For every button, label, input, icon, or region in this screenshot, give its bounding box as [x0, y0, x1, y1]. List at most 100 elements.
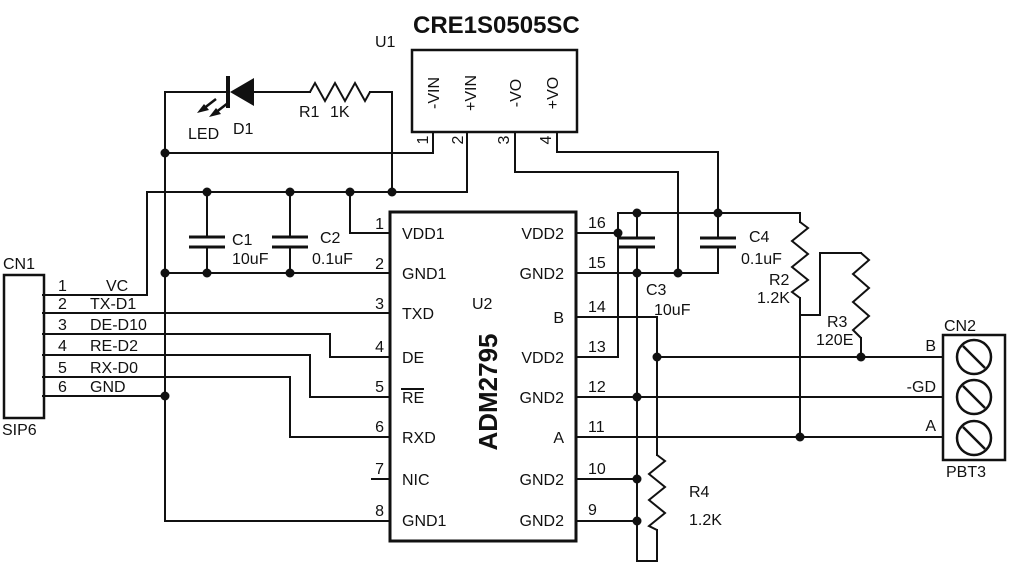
u1-pin-num-2: 2 [450, 135, 467, 144]
c2-value: 0.1uF [312, 251, 353, 268]
cn1-net-gnd: GND [90, 379, 126, 396]
wire-u2-vdd1-jog [349, 191, 391, 234]
r2-value: 1.2K [757, 290, 790, 307]
cn1-net-txd1: TX-D1 [90, 296, 136, 313]
cn1-net-vc: VC [106, 278, 128, 295]
u2-lpin-num-2: 2 [375, 256, 384, 273]
u2-lpin-num-5: 5 [375, 379, 384, 396]
u2-rpin-name-12: GND2 [520, 390, 565, 407]
wire-b-line [575, 316, 944, 358]
wire-net [42, 91, 944, 562]
cn1-net-ded10: DE-D10 [90, 317, 147, 334]
wire-vdd1-rail [42, 131, 468, 296]
cn2-net-gd: -GD [907, 379, 936, 396]
cn2-package: PBT3 [946, 464, 986, 481]
u2-rpin-num-15: 15 [588, 255, 606, 272]
u2-lpin-num-4: 4 [375, 339, 384, 356]
capacitor-c4-body [700, 236, 736, 249]
cn2-screw-terminal-a [955, 419, 993, 457]
r2-ref: R2 [769, 272, 790, 289]
cn1-body [2, 273, 46, 420]
resistor-r3-body [851, 252, 871, 339]
r1-ref: R1 [299, 104, 320, 121]
u2-rpin-num-14: 14 [588, 299, 606, 316]
u1-pin-num-4: 4 [538, 135, 555, 144]
u2-lpin-num-1: 1 [375, 216, 384, 233]
cn1-net-rxd0: RX-D0 [90, 360, 138, 377]
cn1-pin-num-1: 1 [58, 278, 67, 295]
u1-pin-name-4: +VO [545, 77, 562, 109]
schematic-title: CRE1S0505SC [413, 12, 580, 39]
u1-body [410, 48, 579, 134]
u2-rpin-num-13: 13 [588, 339, 606, 356]
u2-part-number: ADM2795 [473, 333, 503, 450]
u2-ref: U2 [472, 296, 493, 313]
wire-gnd2-trunk [636, 246, 658, 562]
capacitor-c3-body [619, 236, 655, 249]
u2-rpin-num-16: 16 [588, 215, 606, 232]
u2-lpin-name-6: RXD [402, 430, 436, 447]
junction-dots [160, 148, 866, 526]
led-label: LED [188, 126, 219, 143]
u1-pin-num-1: 1 [415, 135, 432, 144]
wire-de [42, 333, 391, 358]
c3-ref: C3 [646, 282, 667, 299]
c1-value: 10uF [232, 251, 269, 268]
wire-vo-pos [556, 131, 719, 214]
cn1-pin-num-6: 6 [58, 379, 67, 396]
led-emission-arrows-icon [197, 98, 229, 117]
resistor-r2-body [790, 221, 810, 299]
wire-rxd [42, 376, 391, 438]
u1-pin-name-1: -VIN [426, 77, 443, 109]
wire-vdd2-rail [575, 212, 801, 358]
wire-gnd1-trunk [164, 91, 391, 522]
capacitor-c2-body [272, 235, 308, 249]
cn1-pin-num-5: 5 [58, 360, 67, 377]
u2-rpin-name-14: B [553, 310, 564, 327]
d1-ref: D1 [233, 121, 254, 138]
u2-rpin-num-9: 9 [588, 502, 597, 519]
u2-rpin-name-13: VDD2 [521, 350, 564, 367]
c3-value: 10uF [654, 302, 691, 319]
cn2-screw-terminal-b [955, 338, 993, 376]
u2-lpin-name-7: NIC [402, 472, 430, 489]
u2-body [388, 210, 578, 543]
cn1-package: SIP6 [2, 422, 37, 439]
c4-value: 0.1uF [741, 251, 782, 268]
u2-lpin-name-4: DE [402, 350, 424, 367]
u2-lpin-name-2: GND1 [402, 266, 447, 283]
wire-r2-r3-jog [799, 252, 862, 316]
u2-rpin-name-16: VDD2 [521, 226, 564, 243]
cn1-pin-num-4: 4 [58, 338, 67, 355]
u1-pin-num-3: 3 [496, 135, 513, 144]
u2-rpin-name-15: GND2 [520, 266, 565, 283]
u1-pin-name-2: +VIN [463, 75, 480, 111]
cn1-net-red2: RE-D2 [90, 338, 138, 355]
r3-value: 120E [816, 332, 853, 349]
u2-lpin-name-1: VDD1 [402, 226, 445, 243]
wire-gnd2-rail [575, 246, 719, 274]
cn2-net-a: A [925, 418, 936, 435]
r3-ref: R3 [827, 314, 848, 331]
u2-lpin-num-7: 7 [375, 461, 384, 478]
led-d1-symbol [197, 76, 254, 117]
u2-rpin-num-11: 11 [588, 419, 605, 436]
c2-ref: C2 [320, 230, 341, 247]
u1-ref: U1 [375, 34, 396, 51]
resistor-r4-body [647, 454, 667, 531]
cn2-body [941, 333, 1007, 462]
cn1-pin-num-2: 2 [58, 296, 67, 313]
resistor-r1-body [309, 80, 371, 104]
u2-rpin-name-9: GND2 [520, 513, 565, 530]
capacitor-c1-body [189, 235, 225, 249]
cn2-ref: CN2 [944, 318, 976, 335]
u1-pin-name-3: -VO [508, 79, 525, 107]
r4-ref: R4 [689, 484, 710, 501]
u2-lpin-name-5: RE [402, 390, 424, 407]
wire-vo-neg [514, 131, 679, 274]
u2-lpin-name-8: GND1 [402, 513, 447, 530]
u2-lpin-num-8: 8 [375, 503, 384, 520]
wire-r1-to-rail [369, 91, 393, 193]
r1-value: 1K [330, 104, 350, 121]
